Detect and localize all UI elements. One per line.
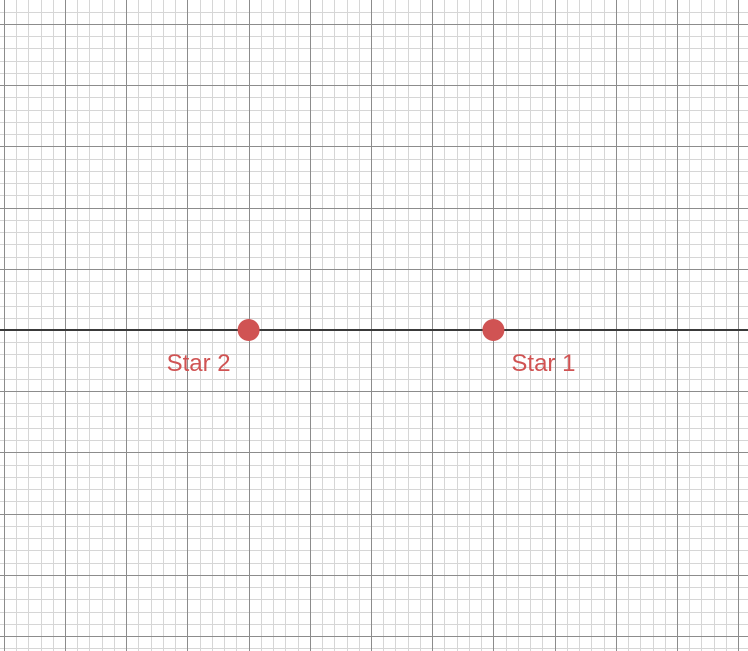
point-label: Star 2 — [167, 350, 231, 377]
point-label: Star 1 — [511, 350, 575, 377]
data-point — [482, 319, 505, 341]
data-point — [237, 319, 260, 341]
